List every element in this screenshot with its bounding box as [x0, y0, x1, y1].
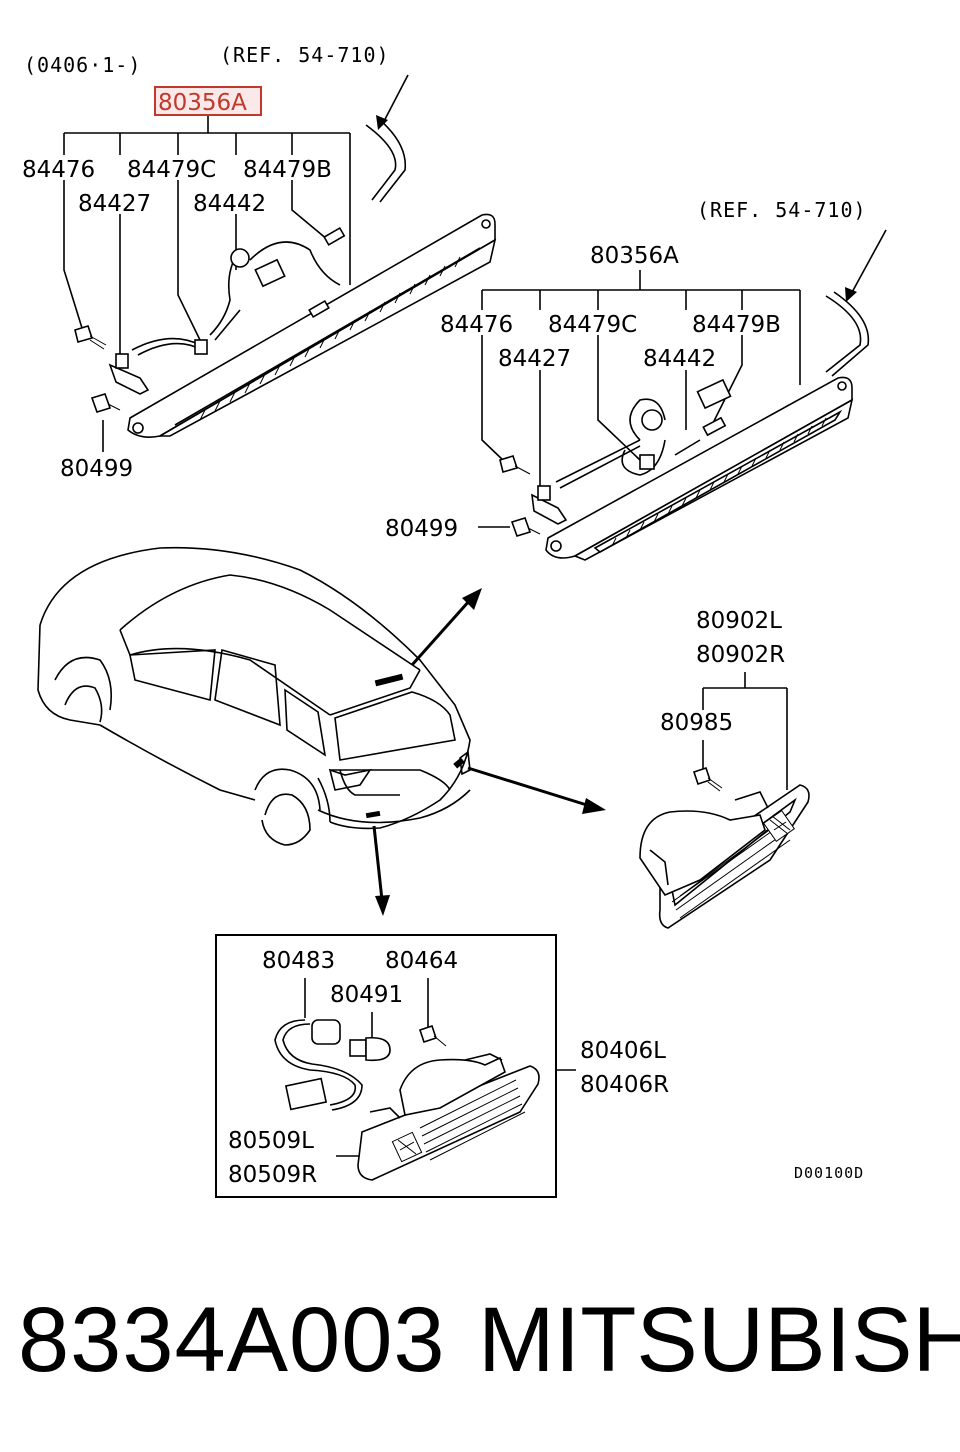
label-84476-left[interactable]: 84476: [22, 157, 95, 183]
high-mount-stop-lamp-left: [127, 213, 497, 438]
label-80985[interactable]: 80985: [660, 710, 733, 736]
label-84479c-right[interactable]: 84479C: [548, 312, 637, 338]
socket-right: [639, 378, 732, 470]
label-80509r[interactable]: 80509R: [228, 1162, 317, 1188]
label-80406l[interactable]: 80406L: [580, 1038, 666, 1064]
reflector-leader-lines: [702, 672, 788, 790]
label-80902l[interactable]: 80902L: [696, 608, 782, 634]
socket-80483: [274, 1019, 363, 1111]
highlighted-part-label[interactable]: 80356A: [158, 90, 247, 116]
nut-80499-left: [90, 393, 121, 413]
label-80464[interactable]: 80464: [385, 948, 458, 974]
high-mount-stop-lamp-right: [545, 376, 854, 561]
label-84479c-left[interactable]: 84479C: [127, 157, 216, 183]
label-84427-right[interactable]: 84427: [498, 346, 571, 372]
bulb-80491: [349, 1036, 391, 1062]
label-84442-right[interactable]: 84442: [643, 346, 716, 372]
label-84479b-left[interactable]: 84479B: [243, 157, 332, 183]
date-range-label: (0406·1-): [24, 53, 141, 77]
car-reflector-mark: [453, 757, 465, 769]
car-side-lamp-mark: [365, 810, 381, 819]
label-84479b-right[interactable]: 84479B: [692, 312, 781, 338]
ref-arrow-head-right: [845, 287, 857, 302]
label-84442-left[interactable]: 84442: [193, 191, 266, 217]
label-80509l[interactable]: 80509L: [228, 1128, 314, 1154]
box-labels: 80483 80464 80491 80406L 80406R 80509L 8…: [228, 948, 669, 1188]
socket-left: [194, 226, 346, 355]
label-84427-left[interactable]: 84427: [78, 191, 151, 217]
screw-84476-left: [74, 325, 107, 350]
part-number: 8334A003: [18, 1289, 446, 1391]
car-arrows: [372, 588, 606, 916]
reflector-lamp: [639, 784, 810, 929]
ref-right-label: (REF. 54-710): [697, 198, 867, 222]
top-left-labels: 84476 84479C 84479B 84427 84442 80499: [22, 157, 332, 482]
label-80902r[interactable]: 80902R: [696, 642, 785, 668]
highlight-box: [154, 86, 262, 116]
label-84476-right[interactable]: 84476: [440, 312, 513, 338]
label-80483[interactable]: 80483: [262, 948, 335, 974]
top-right-labels: 84476 84479C 84479B 84427 84442 80499: [385, 312, 781, 542]
nut-80499-right: [510, 517, 541, 537]
top-left-leader-lines: [63, 74, 409, 452]
car-stop-lamp-mark: [374, 673, 404, 687]
brand-name: MITSUBISHI: [478, 1289, 960, 1391]
footer: 8334A003 MITSUBISHI: [0, 1285, 960, 1395]
side-turn-lamp: [357, 1053, 540, 1181]
top-right-leader-lines: [478, 229, 887, 528]
diagram-code: D00100D: [794, 1164, 864, 1182]
wiring-harness-right: [555, 291, 870, 489]
label-80499-left[interactable]: 80499: [60, 456, 133, 482]
side-lamp-box: [215, 934, 557, 1198]
ref-top-label: (REF. 54-710): [220, 43, 390, 67]
label-80406r[interactable]: 80406R: [580, 1072, 669, 1098]
vehicle-outline: [37, 546, 471, 846]
label-80491[interactable]: 80491: [330, 982, 403, 1008]
screw-80464: [418, 1024, 447, 1047]
assembly-right-label[interactable]: 80356A: [590, 243, 679, 269]
label-80499-right[interactable]: 80499: [385, 516, 458, 542]
clip-84427-left: [108, 353, 150, 395]
screw-84476-right: [499, 455, 531, 475]
clip-84427-right: [531, 485, 568, 525]
screw-80985: [692, 766, 723, 792]
reflector-labels: 80902L 80902R 80985: [660, 608, 785, 736]
